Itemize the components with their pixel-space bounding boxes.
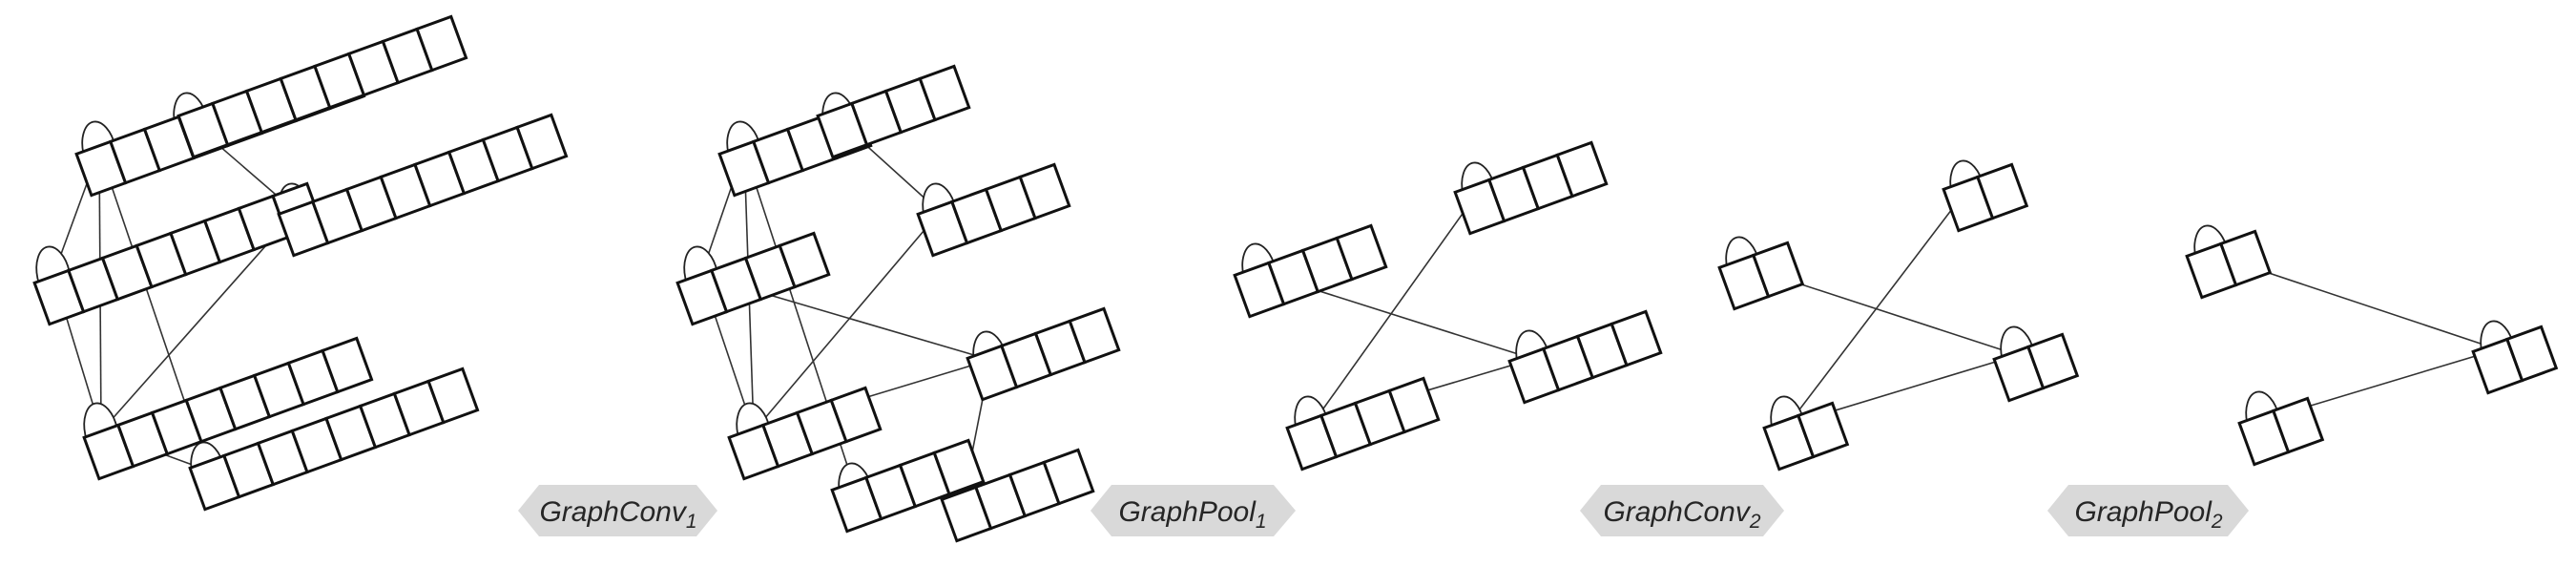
stage-label: GraphPool [2074,496,2212,528]
feature-cell [1610,309,1663,367]
feature-cell [2504,325,2559,383]
stage-subscript: 2 [1749,511,1761,533]
nodes-layer [35,92,2516,526]
stage-subscript: 2 [2211,511,2223,533]
feature-vector [1453,140,1609,236]
feature-cell [1796,401,1850,459]
stage-arrow-graphpool-2: GraphPool2 [2047,485,2249,536]
feature-cell [918,64,971,122]
stage-label: GraphPool [1118,496,1257,528]
feature-vector [2237,396,2325,467]
feature-cell [2218,229,2273,287]
feature-cell [1335,223,1388,282]
feature-cell [1068,306,1121,365]
feature-cell [426,367,480,425]
graph-edge [753,211,941,432]
feature-cell [829,386,883,444]
feature-vector [188,367,480,512]
feature-cell [2271,396,2325,454]
svg-text:GraphConv1: GraphConv1 [539,496,696,533]
feature-vector [1507,309,1663,405]
feature-vector [1942,162,2029,233]
feature-vector [32,181,324,326]
feature-cell [415,14,468,73]
stage-arrow-graphpool-1: GraphPool1 [1091,485,1296,536]
feature-vectors-layer [32,14,2559,543]
feature-vector [816,64,971,159]
feature-cell [932,438,986,496]
stage-label: GraphConv [539,496,687,528]
feature-vector [966,306,1121,402]
feature-vector [727,386,883,481]
feature-vector [1717,241,1805,311]
feature-vector [940,448,1095,543]
feature-vector [277,113,569,258]
feature-vector [675,231,831,326]
svg-text:GraphConv2: GraphConv2 [1603,496,1760,533]
stage-arrow-graphconv-2: GraphConv2 [1580,485,1784,536]
svg-text:GraphPool2: GraphPool2 [2074,496,2222,533]
feature-vector [82,336,374,481]
stage-arrow-graphconv-1: GraphConv1 [518,485,717,536]
stage-subscript: 1 [686,511,697,533]
graph-edge [1311,190,1480,426]
feature-cell [1555,140,1609,199]
feature-vector [177,14,468,159]
feature-vector [830,438,986,534]
feature-cell [1018,162,1071,220]
feature-vector [2471,325,2559,395]
feature-cell [321,336,374,394]
feature-cell [1751,241,1805,299]
graph-edge [1787,188,1968,426]
feature-vector [1285,376,1441,472]
edges-layer [52,120,2499,497]
svg-text:GraphPool1: GraphPool1 [1118,496,1266,533]
graph-edge [100,211,297,432]
feature-vector [2185,229,2273,300]
feature-vector [916,162,1071,258]
stage-subscript: 1 [1256,511,1267,533]
feature-vector [1992,332,2080,403]
feature-cell [778,231,831,289]
feature-cell [515,113,569,171]
feature-vector [1762,401,1850,472]
feature-vector [1233,223,1388,319]
feature-cell [1975,162,2029,220]
feature-cell [2025,332,2080,390]
stage-label: GraphConv [1603,496,1751,528]
feature-cell [1387,376,1441,434]
feature-cell [1042,448,1095,506]
